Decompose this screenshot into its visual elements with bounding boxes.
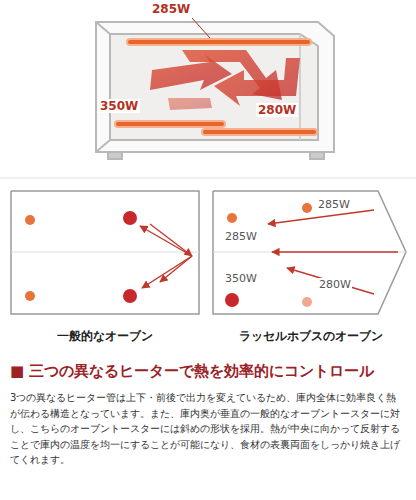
wattage-label: 285W [224,230,258,243]
reflection-arrow [160,256,192,282]
wattage-label: 350W [224,272,258,285]
oven-cross-section: 285W 285W 350W 280W ラッセルホブスのオーブン [212,190,410,350]
heater-dot [123,211,137,225]
heater-dot [302,203,312,213]
wattage-label: 285W [317,198,351,211]
description-text: 3つの異なるヒーター管は上下・前後で出力を変えているため、庫内全体に効率良く熱が… [10,390,406,468]
oven-cross-section: 一般的なオーブン [10,190,200,350]
reflection-arrow [287,268,374,294]
wattage-label: 280W [318,278,352,291]
reflection-arrow [272,251,398,252]
reflection-arrow [142,256,192,288]
reflection-arrow [140,226,192,256]
heater-dot [123,289,137,303]
heater-dot [225,293,239,307]
heater-dot [25,291,35,301]
cross-section-outline [10,190,200,350]
oven-body [96,22,334,159]
section-heading: ■ 三つの異なるヒーターで熱を効率的にコントロール [10,362,374,381]
heater-dot [227,213,237,223]
heater-dot [25,215,35,225]
heater-tubes [118,42,314,132]
cross-section-outline [212,190,410,350]
leader-line [192,18,210,38]
oven-wall [213,191,406,314]
oven-caption: ラッセルホブスのオーブン [212,328,410,345]
rack-line [11,252,199,253]
reflection-arrow [150,224,192,256]
wattage-label: 350W [98,99,140,113]
oven-caption: 一般的なオーブン [10,328,200,345]
heat-arrows [150,50,300,110]
rack-line [213,252,406,253]
heater-dot [302,297,312,307]
oven-wall [11,191,199,314]
wattage-label: 280W [256,103,298,117]
wattage-label: 285W [150,2,192,16]
reflection-arrow [268,210,374,224]
separator-line [0,178,416,179]
